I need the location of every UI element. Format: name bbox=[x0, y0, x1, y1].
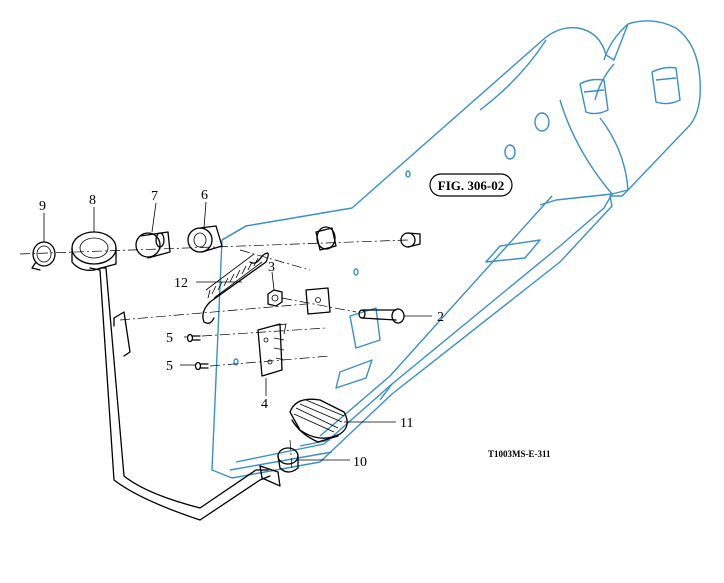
assembly-centerlines bbox=[19, 239, 409, 471]
pedal-arm bbox=[71, 231, 281, 521]
callout-5-upper: 5 bbox=[166, 331, 173, 346]
callout-7: 7 bbox=[151, 189, 158, 204]
collar-10 bbox=[277, 447, 299, 473]
callout-labels: 9 8 7 6 12 3 2 5 5 4 11 10 bbox=[39, 188, 444, 470]
bushing-6 bbox=[187, 225, 223, 253]
screws bbox=[186, 333, 209, 371]
figure-label-text: FIG. 306-02 bbox=[438, 178, 504, 193]
nut-3 bbox=[267, 289, 283, 307]
callout-11: 11 bbox=[400, 416, 413, 431]
return-spring bbox=[202, 252, 269, 324]
limit-switch bbox=[257, 323, 287, 377]
callout-6: 6 bbox=[201, 188, 208, 203]
callout-2: 2 bbox=[437, 310, 444, 325]
drawing-part-number: T1003MS-E-311 bbox=[488, 449, 551, 459]
pedal-pad bbox=[289, 398, 348, 443]
callout-8: 8 bbox=[89, 193, 96, 208]
callout-5-lower: 5 bbox=[166, 359, 173, 374]
callout-3: 3 bbox=[268, 260, 275, 275]
leader-lines bbox=[43, 201, 432, 461]
pivot-boss bbox=[315, 226, 421, 251]
callout-9: 9 bbox=[39, 199, 46, 214]
bushing-7 bbox=[135, 231, 171, 259]
figure-label: FIG. 306-02 bbox=[429, 173, 513, 197]
circlip bbox=[31, 241, 56, 271]
callout-4: 4 bbox=[261, 397, 268, 412]
callout-12: 12 bbox=[174, 276, 188, 291]
pedal-bracket-housing bbox=[211, 20, 701, 479]
callout-10: 10 bbox=[353, 455, 367, 470]
